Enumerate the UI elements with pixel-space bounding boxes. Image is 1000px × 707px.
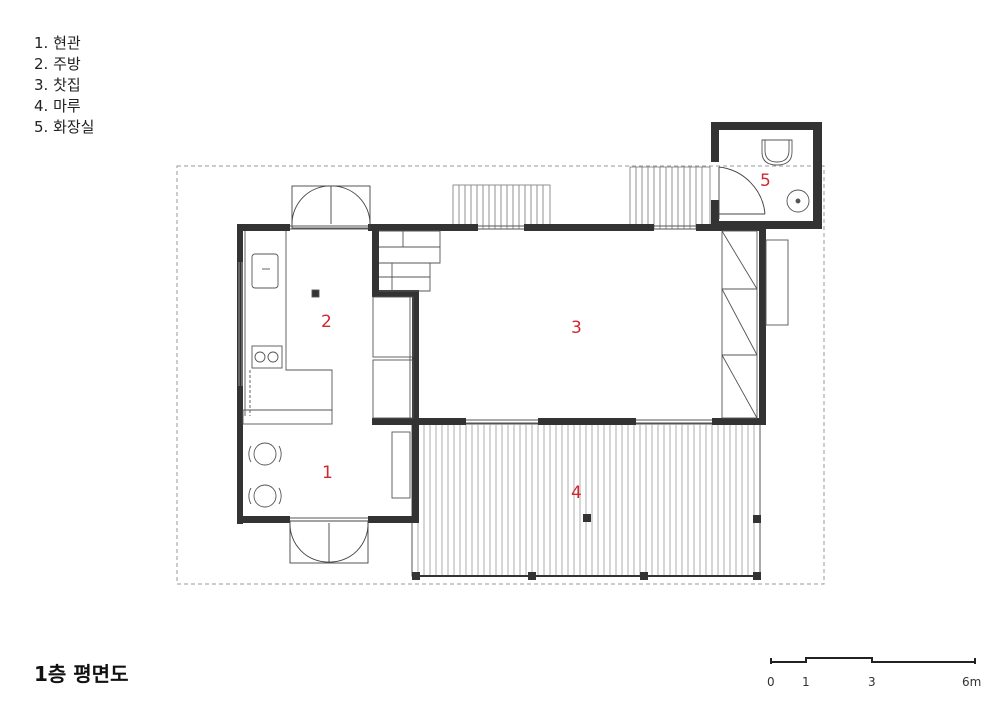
wc-fixtures [761, 139, 810, 213]
room-number-5: 5 [760, 171, 771, 191]
north-steps [452, 166, 711, 230]
room-number-4: 4 [571, 483, 582, 503]
room-number-2: 2 [321, 312, 332, 332]
scale-label-0: 0 [767, 675, 775, 689]
scale-bar [770, 657, 976, 664]
room-number-1: 1 [322, 463, 333, 483]
doors [289, 166, 766, 564]
entry-seats [248, 431, 411, 508]
room-number-3: 3 [571, 318, 582, 338]
cafe-interior [372, 230, 789, 419]
walls [237, 122, 822, 524]
legend-item-4: 4. 마루 [34, 97, 81, 115]
drawing-title: 1층 평면도 [34, 662, 129, 686]
scale-label-3: 3 [868, 675, 876, 689]
legend-item-2: 2. 주방 [34, 55, 81, 73]
deck-area [411, 423, 761, 580]
legend-item-3: 3. 찻집 [34, 76, 81, 94]
legend-list: 1. 현관 2. 주방 3. 찻집 4. 마루 5. 화장실 [34, 33, 94, 138]
kitchen-counter [242, 231, 333, 425]
legend-item-5: 5. 화장실 [34, 118, 95, 136]
scale-label-1: 1 [802, 675, 810, 689]
site-boundary [176, 165, 825, 585]
legend-item-1: 1. 현관 [34, 34, 81, 52]
scale-label-6m: 6m [962, 675, 982, 689]
